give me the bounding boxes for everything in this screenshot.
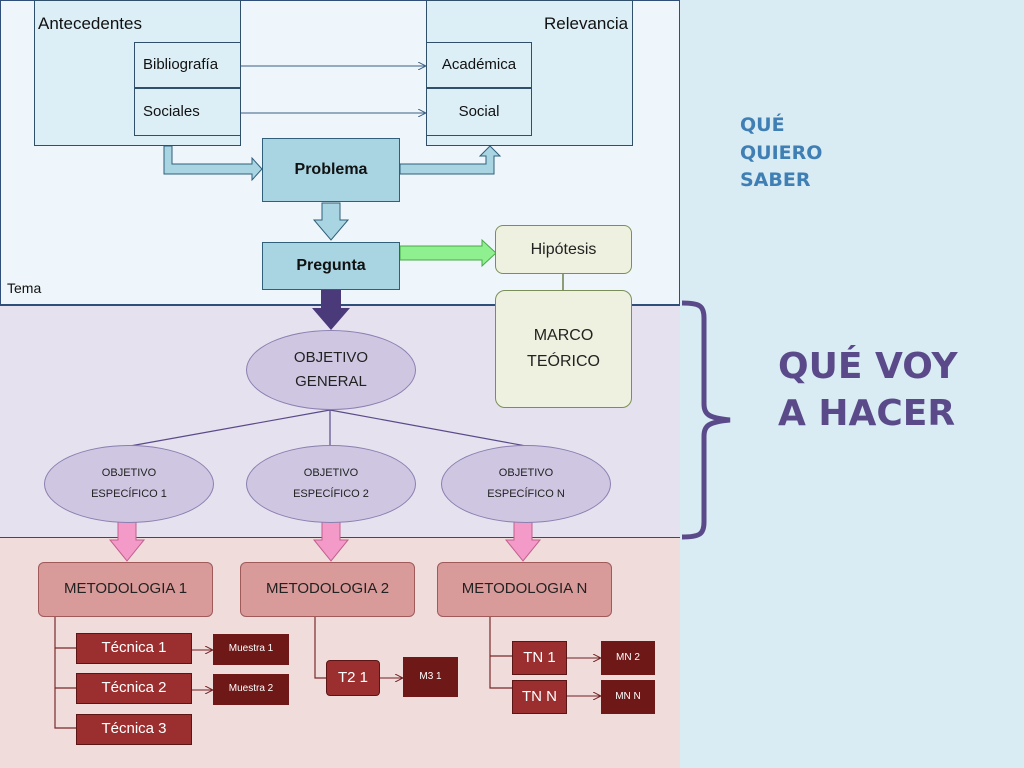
metodologia-1: METODOLOGIA 1 xyxy=(38,562,213,617)
bibliografia-box: Bibliografía xyxy=(134,42,241,88)
tecnica-t2-1: T2 1 xyxy=(326,660,380,696)
muestra-mn-n: MN N xyxy=(601,680,655,714)
pregunta-box: Pregunta xyxy=(262,242,400,290)
antecedentes-title: Antecedentes xyxy=(38,14,142,33)
objetivo-general: OBJETIVO GENERAL xyxy=(246,330,416,410)
marco-teorico-box: MARCO TEÓRICO xyxy=(495,290,632,408)
muestra-mn-2: MN 2 xyxy=(601,641,655,675)
que-voy-a-hacer-label: QUÉ VOY A HACER xyxy=(778,346,958,434)
hipotesis-box: Hipótesis xyxy=(495,225,632,274)
muestra-1: Muestra 1 xyxy=(213,634,289,665)
tecnica-1: Técnica 1 xyxy=(76,633,192,664)
tecnica-tn-1: TN 1 xyxy=(512,641,567,675)
relevancia-title: Relevancia xyxy=(544,14,629,33)
tecnica-tn-n: TN N xyxy=(512,680,567,714)
sociales-box: Sociales xyxy=(134,88,241,136)
muestra-m3-1: M3 1 xyxy=(403,657,458,697)
muestra-2: Muestra 2 xyxy=(213,674,289,705)
tema-label: Tema xyxy=(7,280,42,296)
objetivo-especifico-2: OBJETIVO ESPECÍFICO 2 xyxy=(246,445,416,523)
metodologia-n: METODOLOGIA N xyxy=(437,562,612,617)
social-box: Social xyxy=(426,88,532,136)
metodologia-2: METODOLOGIA 2 xyxy=(240,562,415,617)
problema-box: Problema xyxy=(262,138,400,202)
tecnica-2: Técnica 2 xyxy=(76,673,192,704)
academica-box: Académica xyxy=(426,42,532,88)
tecnica-3: Técnica 3 xyxy=(76,714,192,745)
objetivo-especifico-n: OBJETIVO ESPECÍFICO N xyxy=(441,445,611,523)
que-quiero-saber-label: QUÉ QUIERO SABER xyxy=(740,114,823,192)
objetivo-especifico-1: OBJETIVO ESPECÍFICO 1 xyxy=(44,445,214,523)
